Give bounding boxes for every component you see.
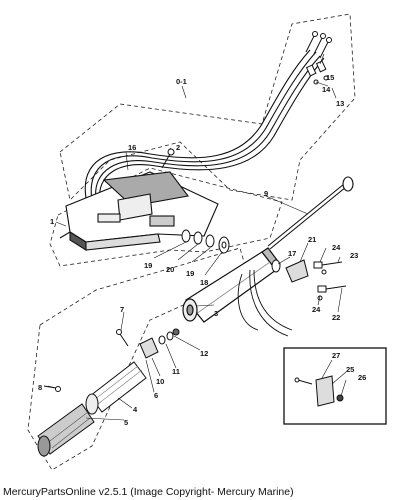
- callout-24a: 24: [332, 243, 341, 252]
- callout-1: 1: [50, 217, 54, 226]
- footer-copyright: (Image Copyright- Mercury Marine): [130, 486, 294, 498]
- stop-switch-wires: [237, 269, 293, 337]
- callout-0-1: 0-1: [176, 77, 187, 86]
- callout-25: 25: [346, 365, 354, 374]
- mounting-bracket: [59, 171, 219, 251]
- cable-end-fittings: [305, 31, 332, 85]
- callout-6: 6: [154, 391, 158, 400]
- leader-lines: [47, 53, 347, 421]
- callout-10: 10: [156, 377, 164, 386]
- callout-26: 26: [358, 373, 366, 382]
- clamp-hardware: [271, 259, 347, 301]
- callout-22: 22: [332, 313, 340, 322]
- callout-11: 11: [172, 367, 180, 376]
- callout-20: 20: [166, 265, 174, 274]
- exploded-parts-diagram: 0-1 1 2 3 4 5 6 7 8 9 10 11 12 13 14 15 …: [27, 13, 387, 471]
- callout-2: 2: [176, 143, 180, 152]
- footer-caption: MercuryPartsOnline v2.5.1 (Image Copyrig…: [0, 484, 400, 500]
- callout-19b: 19: [186, 269, 194, 278]
- callout-13: 13: [336, 99, 344, 108]
- callout-7: 7: [120, 305, 124, 314]
- callout-23: 23: [350, 251, 358, 260]
- callout-15: 15: [326, 73, 334, 82]
- callout-5: 5: [124, 418, 128, 427]
- callout-19a: 19: [144, 261, 152, 270]
- callout-8: 8: [38, 383, 42, 392]
- callout-27: 27: [332, 351, 340, 360]
- callout-24b: 24: [312, 305, 321, 314]
- callout-3: 3: [214, 309, 218, 318]
- inset-parts: [294, 375, 344, 407]
- callout-4: 4: [133, 405, 138, 414]
- screw-2: [161, 148, 175, 169]
- handle-parts: [37, 328, 180, 457]
- handle-group-outline: [27, 247, 249, 471]
- shift-rod: [267, 176, 354, 250]
- callout-12: 12: [200, 349, 208, 358]
- handle-tube: [182, 247, 281, 323]
- callout-9: 9: [264, 189, 268, 198]
- callout-21: 21: [308, 235, 316, 244]
- callout-16: 16: [128, 143, 136, 152]
- callout-14: 14: [322, 85, 331, 94]
- cable-assembly: [84, 49, 325, 203]
- callout-18: 18: [200, 278, 208, 287]
- washer-stack: [181, 229, 230, 254]
- footer-site-name: MercuryPartsOnline v2.5.1: [3, 486, 128, 498]
- inset-box: [283, 347, 387, 425]
- callout-17: 17: [288, 249, 296, 258]
- callout-labels: 0-1 1 2 3 4 5 6 7 8 9 10 11 12 13 14 15 …: [38, 73, 366, 427]
